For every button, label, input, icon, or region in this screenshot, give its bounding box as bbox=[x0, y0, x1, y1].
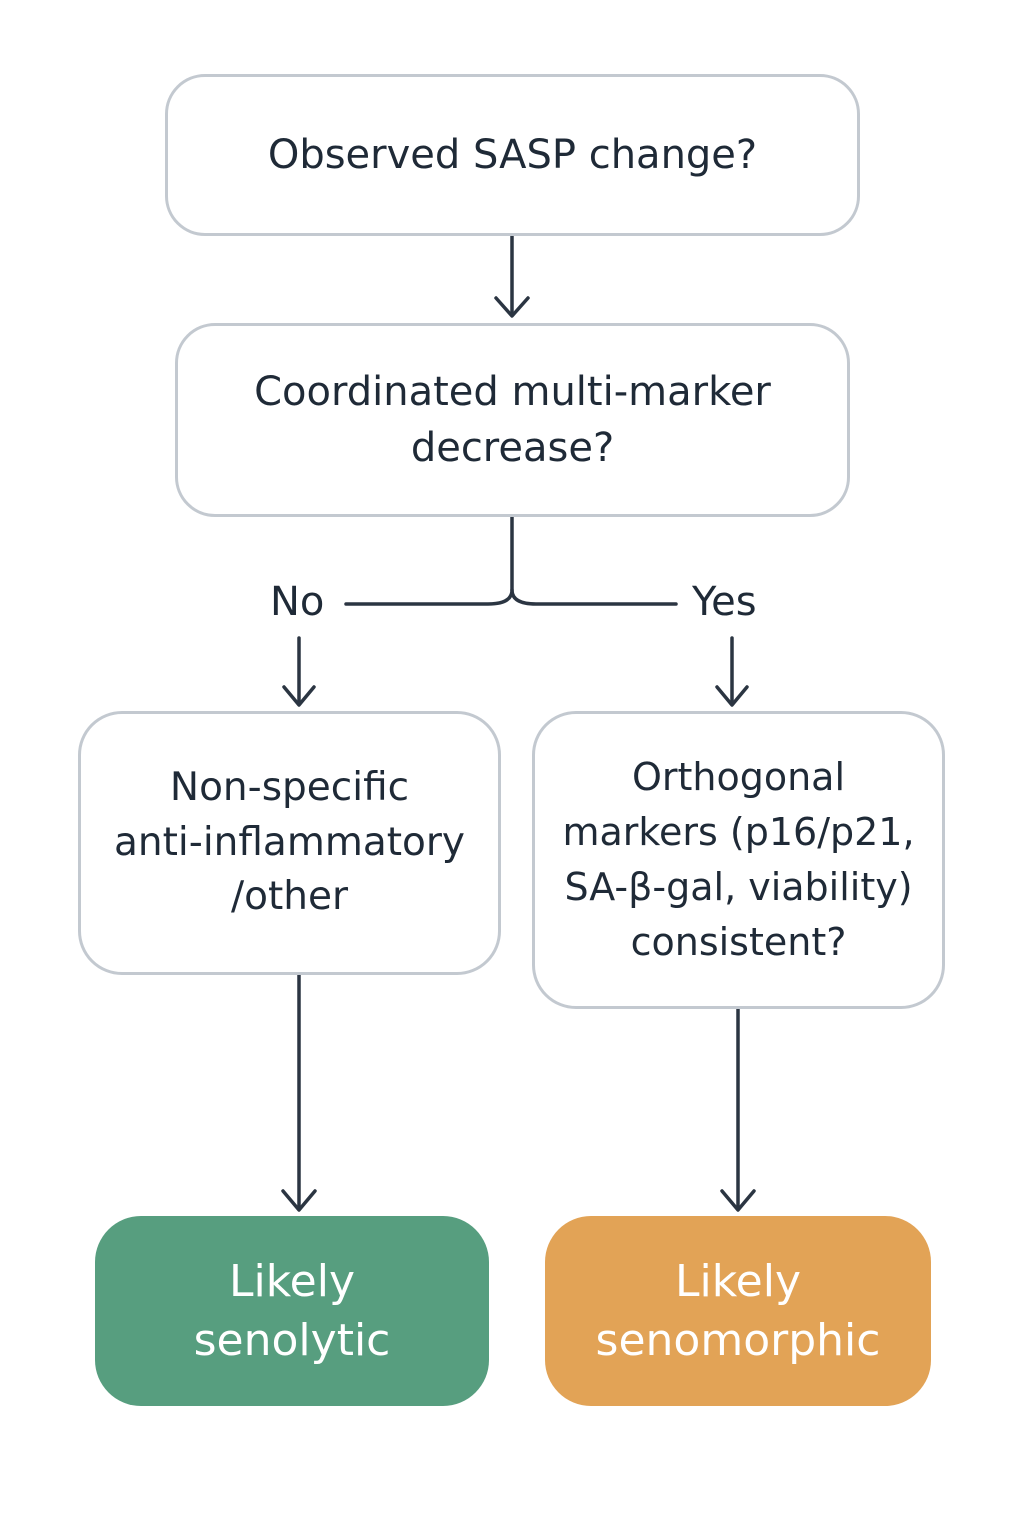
likely-senolytic-text: Likely senolytic bbox=[194, 1252, 391, 1371]
nonspecific-line-3: /other bbox=[230, 874, 349, 920]
coordinated-line-2: decrease? bbox=[410, 425, 615, 471]
arrow-orthogonal-to-senomorphic bbox=[720, 1007, 756, 1212]
likely-senolytic-box: Likely senolytic bbox=[95, 1216, 489, 1406]
orthogonal-line-1: Orthogonal bbox=[631, 754, 846, 799]
orthogonal-line-2: markers (p16/p21, bbox=[562, 809, 915, 854]
coordinated-decrease-question-box: Coordinated multi-marker decrease? bbox=[175, 323, 850, 517]
orthogonal-markers-question-text: Orthogonal markers (p16/p21, SA-β-gal, v… bbox=[562, 750, 914, 970]
coordinated-line-1: Coordinated multi-marker bbox=[254, 369, 771, 415]
branch-label-no: No bbox=[270, 579, 325, 625]
nonspecific-box: Non-specific anti-inflammatory /other bbox=[78, 711, 501, 975]
sasp-change-question-text: Observed SASP change? bbox=[267, 132, 758, 178]
nonspecific-text: Non-specific anti-inflammatory /other bbox=[114, 761, 465, 925]
senolytic-line-1: Likely bbox=[229, 1255, 355, 1307]
orthogonal-line-4: consistent? bbox=[630, 920, 847, 965]
sasp-change-question-box: Observed SASP change? bbox=[165, 74, 860, 236]
arrow-nonspecific-to-senolytic bbox=[281, 973, 317, 1212]
senolytic-line-2: senolytic bbox=[193, 1315, 391, 1366]
arrow-no-to-nonspecific bbox=[282, 636, 316, 707]
likely-senomorphic-text: Likely senomorphic bbox=[596, 1252, 881, 1371]
branch-connector bbox=[344, 515, 678, 606]
arrow-sasp-to-coordinated bbox=[494, 234, 530, 318]
arrow-yes-to-orthogonal bbox=[715, 636, 749, 707]
branch-label-yes: Yes bbox=[692, 579, 757, 625]
orthogonal-markers-question-box: Orthogonal markers (p16/p21, SA-β-gal, v… bbox=[532, 711, 945, 1009]
orthogonal-line-3: SA-β-gal, viability) bbox=[564, 865, 913, 909]
likely-senomorphic-box: Likely senomorphic bbox=[545, 1216, 931, 1406]
nonspecific-line-1: Non-specific bbox=[169, 765, 410, 811]
nonspecific-line-2: anti-inflammatory bbox=[114, 819, 465, 865]
senomorphic-line-2: senomorphic bbox=[595, 1315, 881, 1366]
senomorphic-line-1: Likely bbox=[675, 1255, 801, 1307]
coordinated-decrease-question-text: Coordinated multi-marker decrease? bbox=[254, 364, 771, 476]
